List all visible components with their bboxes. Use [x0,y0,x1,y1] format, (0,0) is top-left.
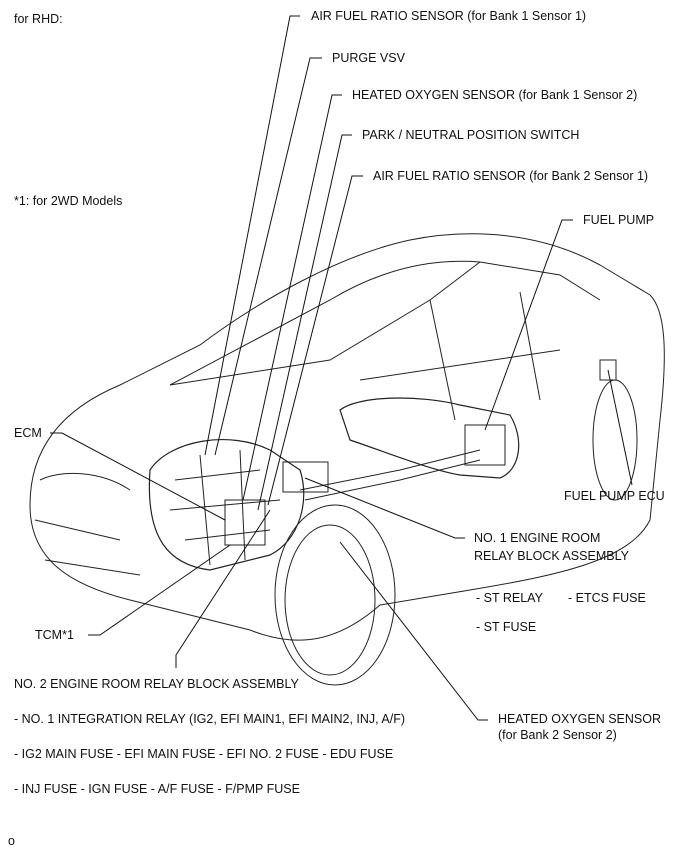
leader-purge-vsv [214,57,322,456]
car-front-grille [34,472,141,576]
front-wheel-arch [274,504,396,686]
car-door-line [359,291,561,421]
label-fuel-pump: FUEL PUMP [583,213,655,227]
fuel-pump-ecu-shape [599,359,617,381]
label-etcs-fuse: - ETCS FUSE [568,591,646,605]
leader-tcm [88,544,231,636]
label-fuel-pump-ecu: FUEL PUMP ECU [564,489,665,503]
leader-ecm [50,432,226,521]
leader-af-b1s1 [204,15,300,456]
engine-assembly [148,439,305,571]
label-tcm: TCM*1 [35,628,74,642]
exhaust-pipe [299,449,481,501]
leader-fuel-pump-ecu [607,369,633,486]
header-note: for RHD: [14,12,63,26]
leader-fuel-pump [484,219,573,431]
label-park-neutral: PARK / NEUTRAL POSITION SWITCH [362,128,580,142]
front-wheel [284,524,376,676]
label-purge-vsv: PURGE VSV [332,51,405,65]
fuel-tank [339,397,520,479]
label-fuse-row1: - IG2 MAIN FUSE - EFI MAIN FUSE - EFI NO… [14,747,394,761]
label-no2-relay: NO. 2 ENGINE ROOM RELAY BLOCK ASSEMBLY [14,677,299,691]
car-windshield [169,261,481,386]
label-af-sensor-b1s1: AIR FUEL RATIO SENSOR (for Bank 1 Sensor… [311,9,587,23]
label-ecm: ECM [14,426,42,440]
label-heated-o2-b2s2-line1: HEATED OXYGEN SENSOR [498,712,661,726]
car-roofline [169,260,601,386]
ecm-shape [224,499,266,546]
leader-park-neutral [257,134,352,511]
leader-no1-relay [304,477,465,539]
footer-mark: o [8,834,15,848]
leader-heated-o2-b2s2 [339,541,488,721]
leader-heated-o2-b1s2 [242,94,342,501]
footnote: *1: for 2WD Models [14,194,123,208]
no1-relay-block-shape [282,461,329,493]
label-st-relay: - ST RELAY [476,591,543,605]
leader-no2-relay [175,509,271,668]
label-st-fuse: - ST FUSE [476,620,537,634]
label-af-sensor-b2s1: AIR FUEL RATIO SENSOR (for Bank 2 Sensor… [373,169,649,183]
car-body-outline [29,233,665,641]
rear-wheel [592,379,638,501]
label-heated-o2-b1s2: HEATED OXYGEN SENSOR (for Bank 1 Sensor … [352,88,638,102]
label-no1-relay-line1: NO. 1 ENGINE ROOM [474,531,601,545]
label-heated-o2-b2s2-line2: (for Bank 2 Sensor 2) [498,728,617,742]
fuel-pump-unit [464,424,506,466]
label-no1-relay-line2: RELAY BLOCK ASSEMBLY [474,549,629,563]
leader-af-b2s1 [267,175,363,506]
label-fuse-row2: - INJ FUSE - IGN FUSE - A/F FUSE - F/PMP… [14,782,300,796]
label-integration-relay: - NO. 1 INTEGRATION RELAY (IG2, EFI MAIN… [14,712,406,726]
